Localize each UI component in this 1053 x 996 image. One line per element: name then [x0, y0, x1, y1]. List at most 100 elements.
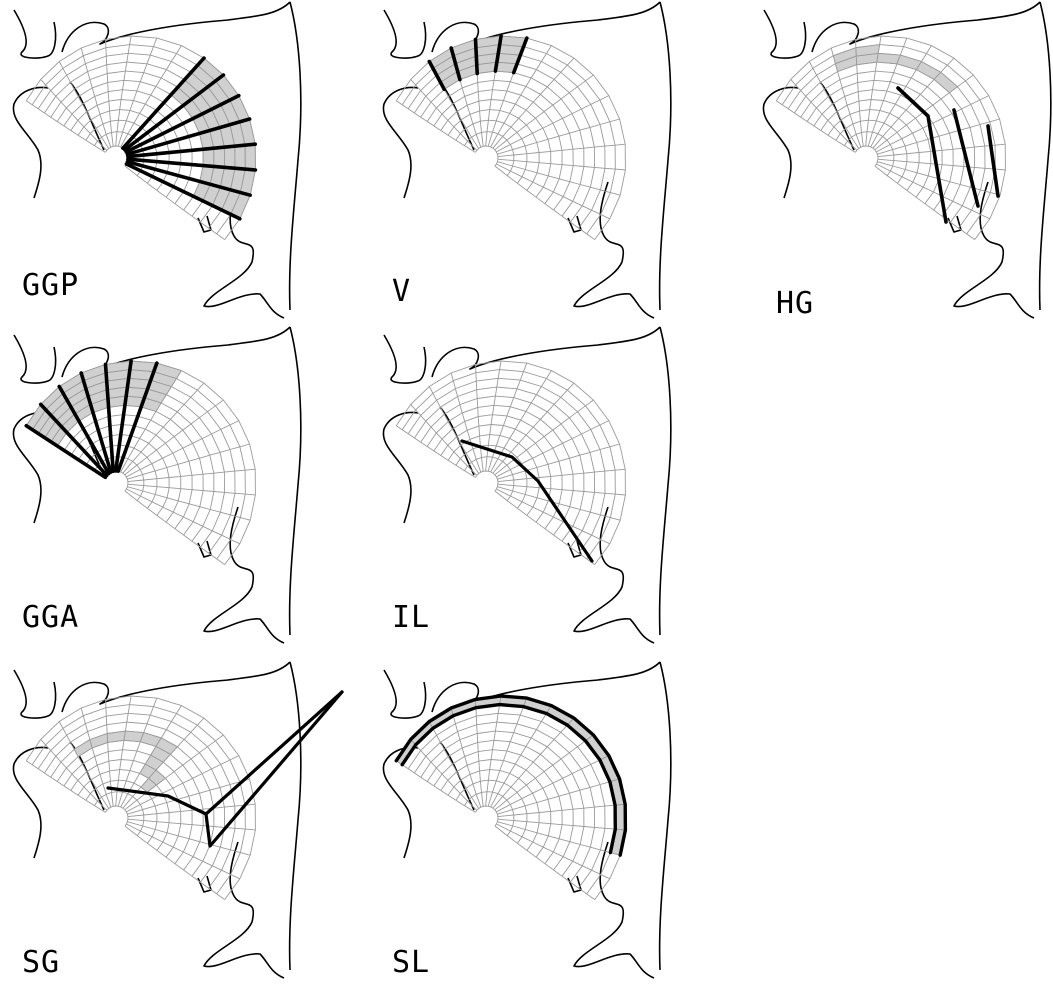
mesh-ray — [495, 735, 594, 810]
muscle-region-cell — [934, 72, 957, 93]
tongue-diagram-sg — [8, 660, 348, 990]
mesh-arc — [396, 361, 625, 565]
mesh-ray — [877, 119, 999, 154]
palate-outline — [62, 662, 290, 712]
hyoid-outline — [568, 876, 581, 892]
tongue-diagram-sl — [378, 660, 718, 990]
panel-sg: SG — [8, 660, 348, 990]
larynx-outline — [954, 182, 1034, 318]
mesh-arc — [475, 471, 498, 491]
muscle-region-cell — [74, 740, 92, 757]
panel-il: IL — [378, 325, 718, 655]
tongue-mesh — [26, 696, 255, 900]
tongue-mesh — [396, 361, 625, 565]
panel-label-v: V — [392, 274, 411, 309]
muscle-region-cell — [90, 734, 108, 748]
pharynx-wall-outline — [1040, 2, 1051, 310]
panel-sl: SL — [378, 660, 718, 990]
muscle-region-cell — [877, 53, 901, 64]
pharynx-wall-outline — [660, 2, 671, 310]
mesh-ray — [497, 779, 619, 814]
tongue-mesh — [776, 36, 1005, 240]
mesh-ray — [128, 469, 255, 481]
upper-lip-outline — [384, 335, 426, 383]
upper-lip-outline — [14, 670, 56, 718]
panel-label-gga: GGA — [22, 600, 79, 635]
palate-outline — [62, 2, 290, 52]
muscle-region-cell — [245, 144, 255, 170]
mesh-ray — [497, 162, 620, 196]
mesh-ray — [496, 421, 609, 477]
mesh-arc — [475, 806, 498, 826]
hyoid-outline — [198, 541, 211, 557]
mesh-arc — [105, 806, 128, 826]
mesh-ray — [126, 489, 239, 544]
panel-label-hg: HG — [776, 286, 814, 321]
mesh-ray — [495, 75, 594, 150]
pharynx-wall-outline — [660, 662, 671, 970]
panel-gga: GGA — [8, 325, 348, 655]
mesh-arc — [26, 696, 255, 900]
hyoid-outline — [198, 876, 211, 892]
muscle-region-cell — [224, 146, 235, 168]
mesh-ray — [496, 824, 609, 879]
mesh-ray — [495, 400, 594, 475]
mesh-ray — [125, 491, 225, 565]
pharynx-wall-outline — [290, 327, 301, 635]
mesh-ray — [495, 826, 595, 900]
muscle-fiber — [476, 39, 478, 73]
mesh-ray — [497, 119, 619, 154]
muscle-fiber — [206, 692, 342, 846]
mesh-ray — [496, 164, 609, 219]
mesh-arc — [776, 36, 1005, 240]
mesh-arc — [402, 370, 615, 559]
mesh-ray — [498, 804, 625, 816]
larynx-outline — [204, 507, 284, 643]
hyoid-outline — [948, 216, 961, 232]
mesh-ray — [498, 469, 625, 481]
panel-label-sg: SG — [22, 945, 60, 980]
mesh-ray — [127, 487, 250, 521]
mesh-ray — [496, 96, 609, 152]
mesh-arc — [475, 146, 498, 166]
shaded-region — [26, 361, 181, 447]
panel-label-sl: SL — [392, 945, 430, 980]
hyoid-outline — [568, 216, 581, 232]
mesh-arc — [782, 45, 995, 234]
mesh-ray — [878, 144, 1005, 156]
larynx-outline — [574, 507, 654, 643]
larynx-outline — [574, 182, 654, 318]
upper-lip-outline — [14, 335, 56, 383]
larynx-outline — [574, 842, 654, 978]
mesh-ray — [126, 421, 239, 477]
upper-lip-outline — [14, 10, 56, 58]
pharynx-wall-outline — [290, 662, 301, 970]
upper-lip-outline — [384, 10, 426, 58]
tongue-diagram-hg — [758, 0, 1053, 330]
hyoid-outline — [198, 216, 211, 232]
panel-ggp: GGP — [8, 0, 348, 330]
muscle-region-cell — [203, 148, 214, 166]
pharynx-wall-outline — [290, 2, 301, 310]
panel-label-ggp: GGP — [22, 268, 79, 303]
palate-outline — [812, 2, 1040, 52]
mesh-arc — [855, 146, 878, 166]
muscle-region-cell — [214, 147, 225, 167]
mesh-ray — [497, 822, 620, 856]
palate-outline — [432, 327, 660, 377]
panel-label-il: IL — [392, 600, 430, 635]
upper-lip-outline — [384, 670, 426, 718]
mesh-ray — [497, 487, 620, 521]
mesh-ray — [496, 756, 609, 812]
mesh-ray — [495, 491, 595, 565]
panel-v: V — [378, 0, 718, 330]
mesh-ray — [875, 166, 975, 240]
muscle-region-cell — [235, 145, 246, 169]
upper-lip-outline — [764, 10, 806, 58]
pharynx-wall-outline — [660, 327, 671, 635]
mesh-ray — [496, 489, 609, 544]
mesh-ray — [498, 144, 625, 156]
mesh-ray — [127, 822, 250, 856]
muscle-overlay-gga — [26, 361, 181, 447]
panel-hg: HG — [758, 0, 1053, 330]
